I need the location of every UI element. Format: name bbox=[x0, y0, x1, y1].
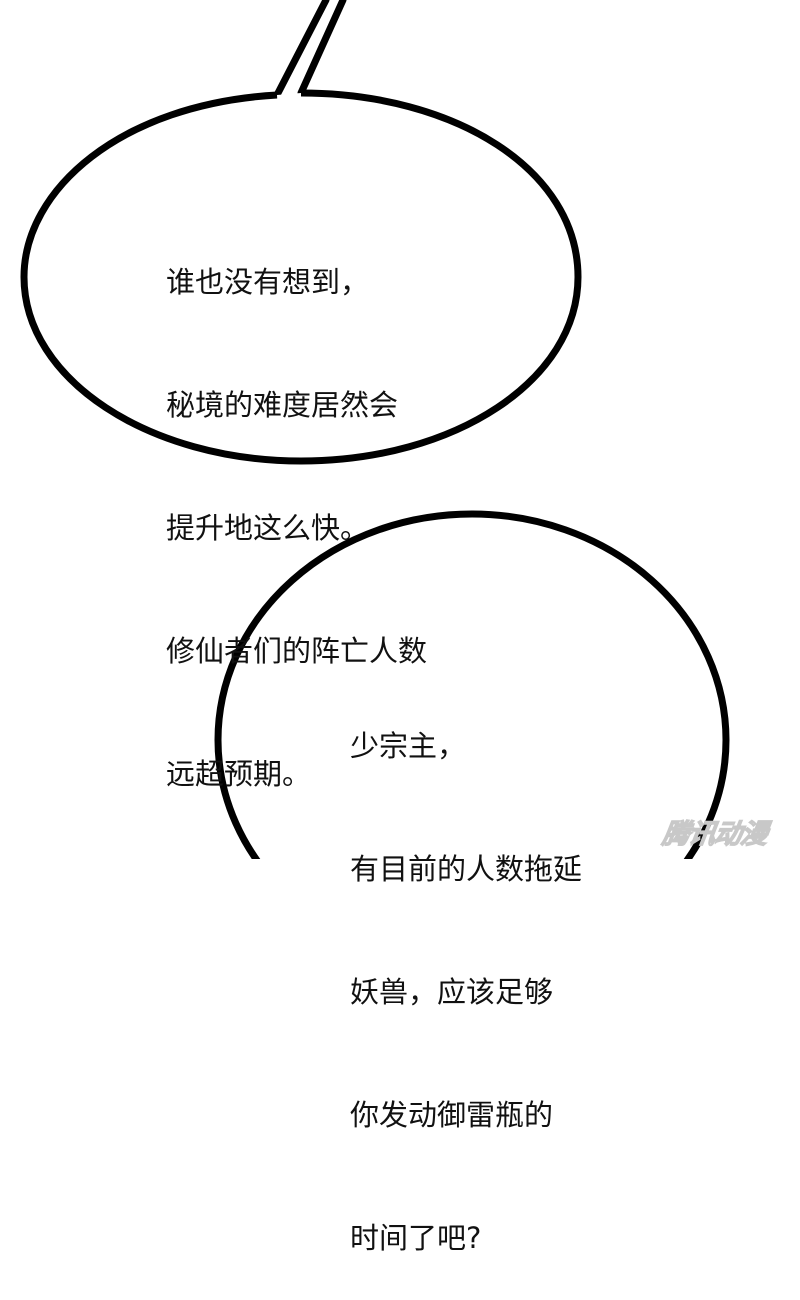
speech-bubble-2-text: 少宗主， 有目前的人数拖延 妖兽，应该足够 你发动御雷瓶的 时间了吧? bbox=[350, 644, 582, 1300]
dialogue-line: 提升地这么快。 bbox=[166, 511, 370, 545]
dialogue-line: 有目前的人数拖延 bbox=[350, 852, 583, 886]
dialogue-line: 秘境的难度居然会 bbox=[166, 388, 399, 422]
dialogue-line: 远超预期。 bbox=[166, 757, 312, 791]
dialogue-line: 谁也没有想到， bbox=[166, 265, 370, 299]
speech-bubble-1-outline bbox=[273, 0, 347, 99]
watermark-logo: 腾讯动漫 bbox=[660, 818, 770, 850]
dialogue-line: 时间了吧? bbox=[350, 1221, 482, 1255]
speech-bubble-2-body bbox=[214, 510, 730, 859]
dialogue-line: 修仙者们的阵亡人数 bbox=[166, 634, 428, 668]
comic-panel-artwork bbox=[20, 0, 730, 859]
speech-bubble-1 bbox=[20, 0, 582, 465]
speech-bubble-2 bbox=[214, 510, 730, 859]
dialogue-line: 你发动御雷瓶的 bbox=[350, 1098, 554, 1132]
speech-bubble-1-text: 谁也没有想到， 秘境的难度居然会 提升地这么快。 修仙者们的阵亡人数 远超预期。 bbox=[166, 180, 427, 836]
dialogue-line: 少宗主， bbox=[350, 729, 467, 763]
dialogue-line: 妖兽，应该足够 bbox=[350, 975, 554, 1009]
speech-bubble-1-body bbox=[20, 89, 582, 465]
